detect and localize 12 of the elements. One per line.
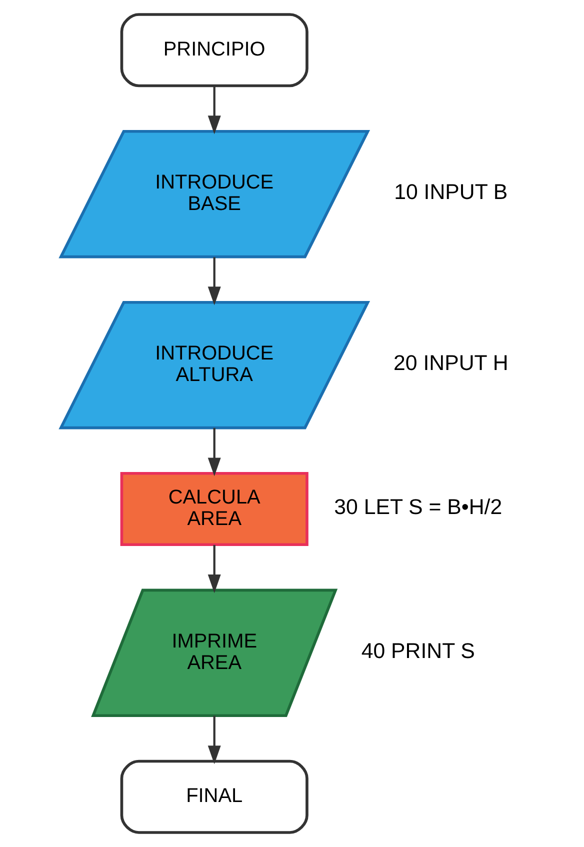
- arrow: [207, 428, 220, 476]
- node-box: FINAL: [120, 760, 308, 834]
- node-box: CALCULA AREA: [120, 472, 308, 546]
- node-label: 30 LET S = B•H/2: [334, 494, 502, 519]
- arrow: [207, 257, 220, 306]
- arrow: [207, 86, 220, 134]
- node-label: 40 PRINT S: [360, 638, 474, 663]
- arrow: [207, 716, 220, 764]
- node-box: PRINCIPIO: [120, 13, 308, 88]
- node-label: 20 INPUT H: [393, 351, 508, 376]
- node-label: 10 INPUT B: [394, 180, 508, 204]
- arrow: [207, 544, 220, 594]
